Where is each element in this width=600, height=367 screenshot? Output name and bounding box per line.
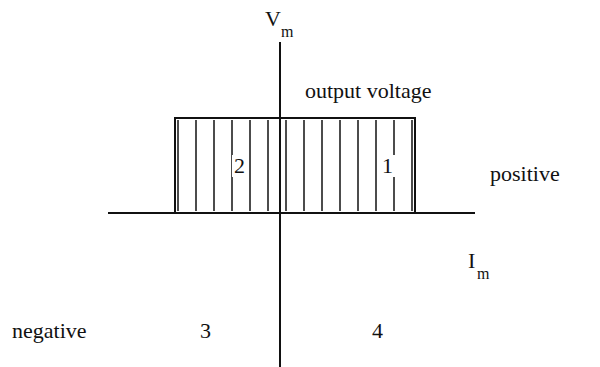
hatch-line — [303, 120, 305, 211]
hatch-line — [321, 120, 323, 211]
polarity-label: negative — [12, 320, 87, 342]
region-label: output voltage — [305, 80, 431, 102]
quadrant-number: 2 — [232, 155, 247, 177]
axis-symbol: V — [265, 8, 281, 30]
axis-subscript: m — [281, 24, 293, 40]
current-axis — [108, 212, 475, 214]
hatch-line — [249, 120, 251, 211]
hatch-line — [357, 120, 359, 211]
hatch-line — [195, 120, 197, 211]
quadrant-number: 3 — [200, 320, 211, 342]
polarity-label: positive — [490, 163, 560, 185]
hatch-line — [213, 120, 215, 211]
quadrant-number: 4 — [372, 320, 383, 342]
hatch-line — [375, 120, 377, 211]
hatch-line — [177, 120, 179, 211]
axis-symbol: I — [468, 250, 475, 272]
output-region — [175, 118, 415, 213]
hatch-line — [267, 120, 269, 211]
hatch-lines — [178, 120, 412, 211]
voltage-axis — [279, 42, 281, 367]
hatch-line — [339, 120, 341, 211]
axis-subscript: m — [477, 266, 489, 282]
hatch-line — [411, 120, 413, 211]
hatch-line — [285, 120, 287, 211]
quadrant-number: 1 — [380, 155, 395, 177]
